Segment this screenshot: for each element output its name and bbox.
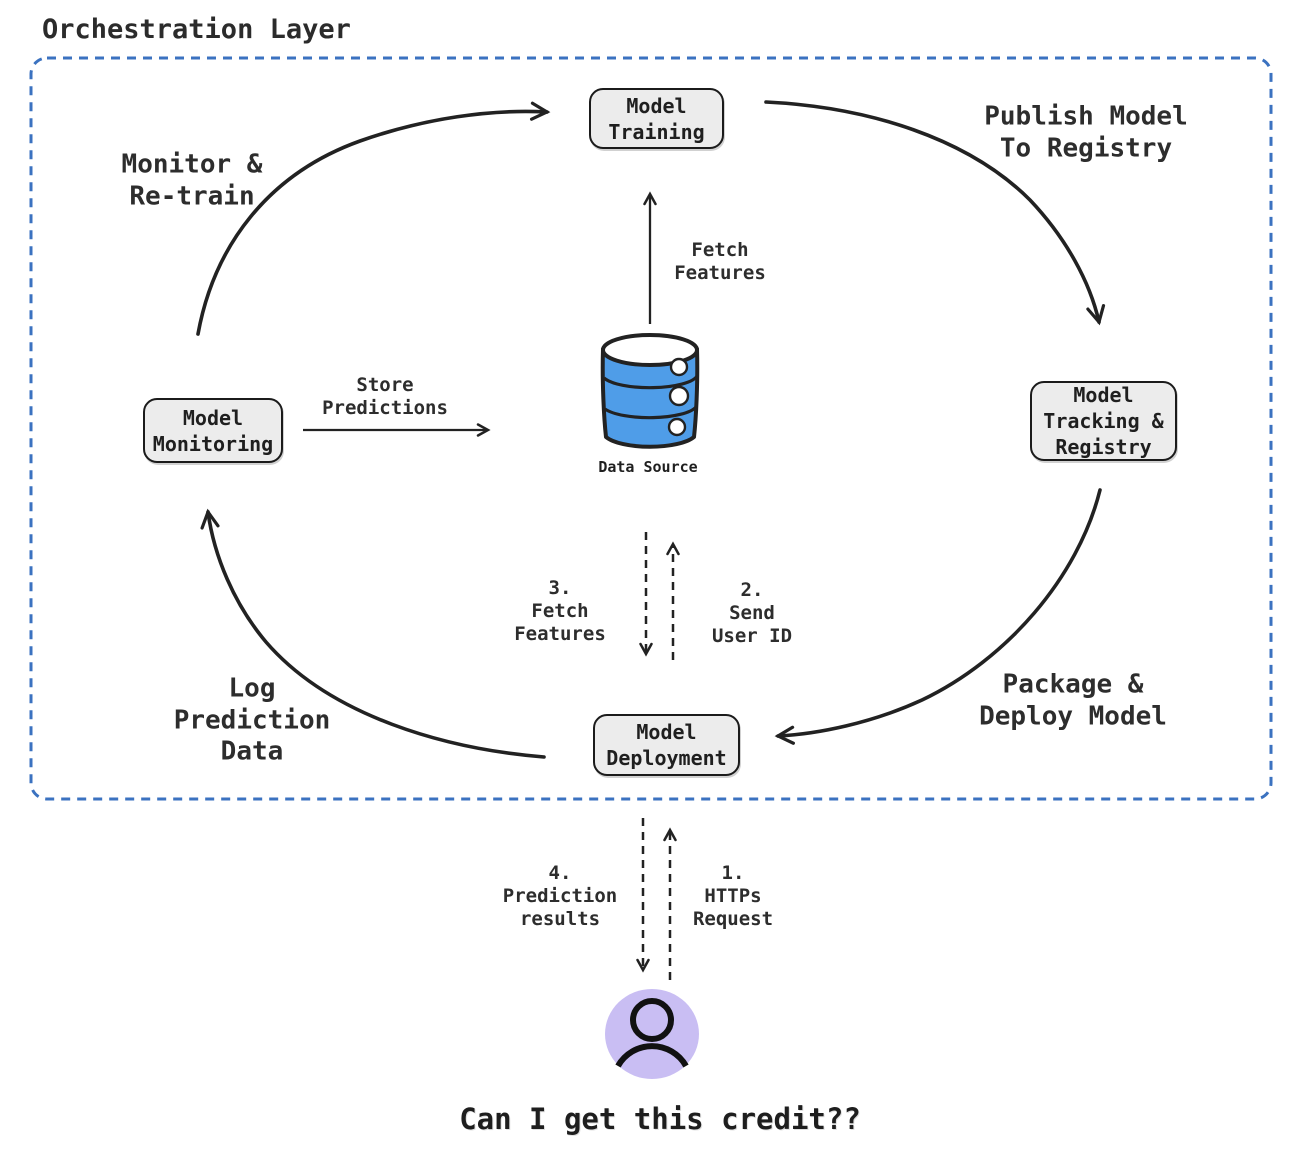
database-icon — [600, 333, 700, 449]
node-model-tracking-registry: Model Tracking & Registry — [1030, 381, 1177, 461]
label-publish-model: Publish Model To Registry — [984, 101, 1188, 163]
caption-text: Can I get this credit?? — [459, 1102, 861, 1136]
label-log-prediction-data: Log Prediction Data — [173, 673, 331, 767]
orchestration-boundary — [29, 56, 1273, 801]
node-model-deployment: Model Deployment — [593, 714, 740, 776]
label-fetch-features-serving: 3. Fetch Features — [514, 576, 606, 645]
log-prediction-arrow — [200, 508, 546, 759]
orchestration-layer-title: Orchestration Layer — [42, 14, 351, 45]
label-prediction-results: 4. Prediction results — [502, 861, 618, 930]
person-icon — [605, 989, 699, 1079]
node-model-training-label: Model Training — [608, 93, 705, 144]
label-fetch-features-training: Fetch Features — [674, 239, 766, 284]
data-source-label: Data Source — [598, 457, 698, 476]
node-model-monitoring: Model Monitoring — [143, 398, 283, 463]
node-model-tracking-registry-label: Model Tracking & Registry — [1043, 383, 1164, 459]
label-send-user-id: 2. Send User ID — [711, 578, 793, 647]
node-model-monitoring-label: Model Monitoring — [152, 405, 274, 456]
publish-model-arrow — [764, 100, 1106, 326]
node-model-training: Model Training — [589, 88, 724, 149]
label-https-request: 1. HTTPs Request — [692, 861, 774, 930]
node-model-deployment-label: Model Deployment — [606, 720, 727, 770]
label-package-deploy: Package & Deploy Model — [979, 669, 1167, 731]
package-deploy-arrow — [774, 488, 1102, 745]
label-monitor-retrain: Monitor & Re-train — [121, 149, 263, 211]
monitor-retrain-arrow — [196, 101, 551, 336]
label-store-predictions: Store Predictions — [322, 374, 448, 419]
